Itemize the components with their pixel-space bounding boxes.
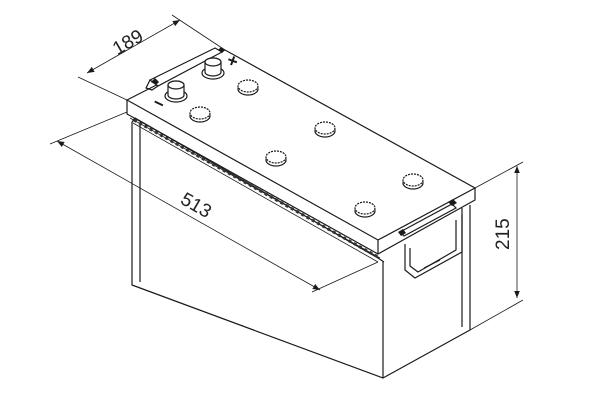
vent-cap	[354, 201, 376, 218]
vent-cap	[237, 79, 259, 96]
right-handle	[398, 199, 463, 279]
positive-terminal	[201, 57, 225, 80]
vent-cap	[189, 106, 211, 123]
negative-terminal	[164, 80, 188, 103]
length-label: 513	[177, 189, 215, 223]
vent-cap	[314, 121, 336, 138]
vent-cap	[265, 150, 287, 167]
height-dimension: 215	[469, 161, 524, 331]
left-handle	[145, 47, 225, 91]
width-label: 189	[109, 26, 147, 60]
vent-cap	[402, 173, 424, 190]
height-label: 215	[493, 218, 514, 250]
